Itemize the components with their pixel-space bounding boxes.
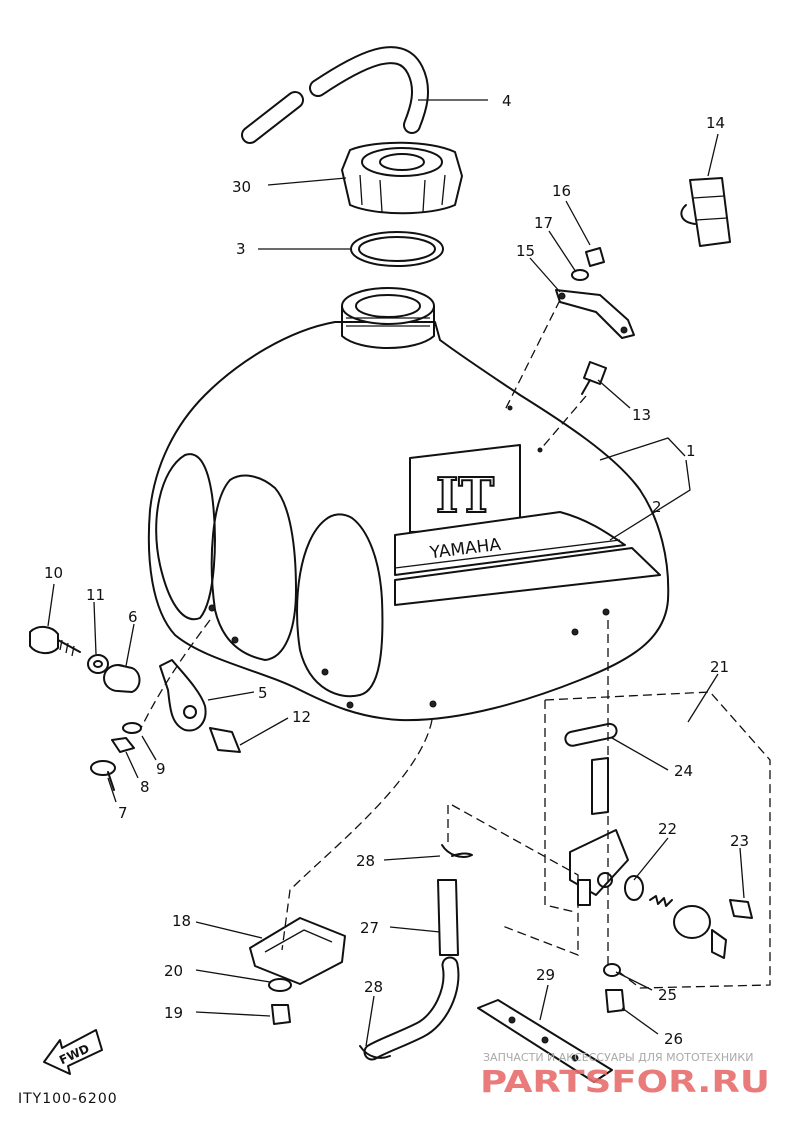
callout-26: 26: [664, 1030, 683, 1048]
fuel-hose: [359, 844, 473, 1061]
callout-25: 25: [658, 986, 677, 1004]
breather-hose: [241, 46, 430, 144]
callout-27: 27: [360, 919, 379, 937]
callout-29: 29: [536, 966, 555, 984]
plate: [477, 999, 613, 1083]
callout-24: 24: [674, 762, 693, 780]
strap-clip: [680, 177, 731, 247]
callout-14: 14: [706, 114, 725, 132]
callout-21: 21: [710, 658, 729, 676]
callout-8: 8: [140, 778, 150, 796]
cap-gasket: [350, 231, 444, 267]
watermark: ЗАПЧАСТИ И АКСЕССУАРЫ ДЛЯ МОТОТЕХНИКИ PA…: [480, 1051, 770, 1100]
callout-10: 10: [44, 564, 63, 582]
callout-28-upper: 28: [356, 852, 375, 870]
forward-arrow: FWD: [43, 1029, 103, 1075]
rear-bracket: [249, 917, 346, 1025]
watermark-brand: PARTSFOR.RU: [480, 1065, 770, 1100]
callout-12: 12: [292, 708, 311, 726]
fuel-cap: [341, 141, 463, 215]
mount-bolt: [581, 361, 607, 395]
callout-30: 30: [232, 178, 251, 196]
callout-19: 19: [164, 1004, 183, 1022]
drawing-code: ITY100-6200: [18, 1091, 118, 1107]
fuel-cock-assembly: [544, 691, 771, 1013]
callout-13: 13: [632, 406, 651, 424]
left-mount-hardware: [29, 626, 241, 791]
callout-5: 5: [258, 684, 268, 702]
callout-15: 15: [516, 242, 535, 260]
callout-18: 18: [172, 912, 191, 930]
callout-numbers: 4 30 3 14 16 17 15 13 1 2 10 11 6 5 12 9…: [44, 92, 749, 1048]
fuel-tank: [147, 287, 670, 722]
callout-9: 9: [156, 760, 166, 778]
callout-6: 6: [128, 608, 138, 626]
callout-22: 22: [658, 820, 677, 838]
callout-11: 11: [86, 586, 105, 604]
it-emblem: IT: [409, 444, 521, 533]
callout-16: 16: [552, 182, 571, 200]
callout-28-lower: 28: [364, 978, 383, 996]
callout-17: 17: [534, 214, 553, 232]
assembly-lines: [139, 299, 609, 970]
callout-3: 3: [236, 240, 246, 258]
callout-4: 4: [502, 92, 512, 110]
svg-text:IT: IT: [436, 468, 494, 524]
callout-7: 7: [118, 804, 128, 822]
callout-23: 23: [730, 832, 749, 850]
callout-1: 1: [686, 442, 696, 460]
leader-lines: [47, 99, 745, 1047]
tank-bracket: [555, 247, 635, 339]
yamaha-emblem: YAMAHA: [394, 511, 661, 606]
watermark-caption: ЗАПЧАСТИ И АКСЕССУАРЫ ДЛЯ МОТОТЕХНИКИ: [483, 1051, 753, 1064]
callout-2: 2: [652, 498, 662, 516]
callout-20: 20: [164, 962, 183, 980]
